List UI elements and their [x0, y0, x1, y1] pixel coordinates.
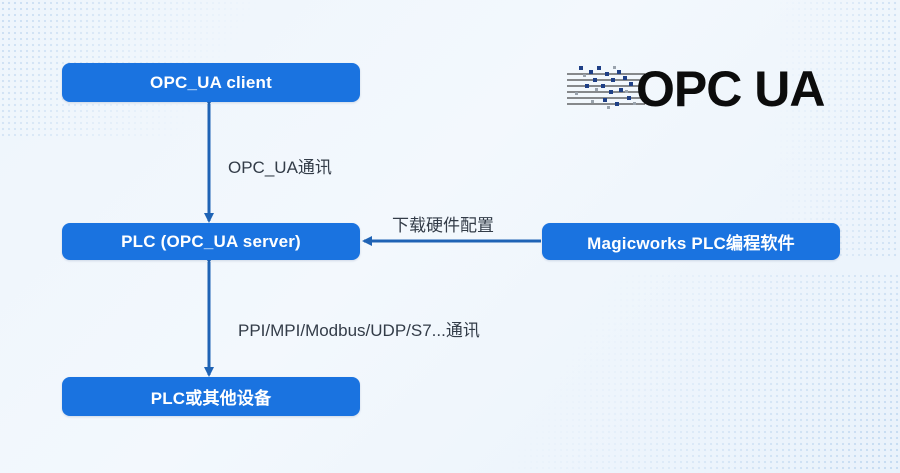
node-magicworks: Magicworks PLC编程软件 — [542, 223, 840, 260]
node-opc-ua-client-label: OPC_UA client — [150, 72, 272, 92]
node-magicworks-label: Magicworks PLC编程软件 — [587, 234, 795, 253]
node-plc-server-label: PLC (OPC_UA server) — [121, 231, 301, 251]
edge-label-ppi-comm: PPI/MPI/Modbus/UDP/S7...通讯 — [238, 321, 480, 340]
edge-label-download-config: 下载硬件配置 — [392, 216, 494, 235]
edge-label-opc-ua-comm: OPC_UA通讯 — [228, 158, 332, 177]
opc-ua-logo-pattern-icon — [567, 66, 645, 109]
node-plc-other-devices-label: PLC或其他设备 — [150, 389, 272, 408]
node-plc-other-devices: PLC或其他设备 — [62, 377, 360, 416]
node-plc-server: PLC (OPC_UA server) — [62, 223, 360, 260]
opc-ua-logo-text: OPC UA — [636, 61, 825, 117]
node-opc-ua-client: OPC_UA client — [62, 63, 360, 102]
